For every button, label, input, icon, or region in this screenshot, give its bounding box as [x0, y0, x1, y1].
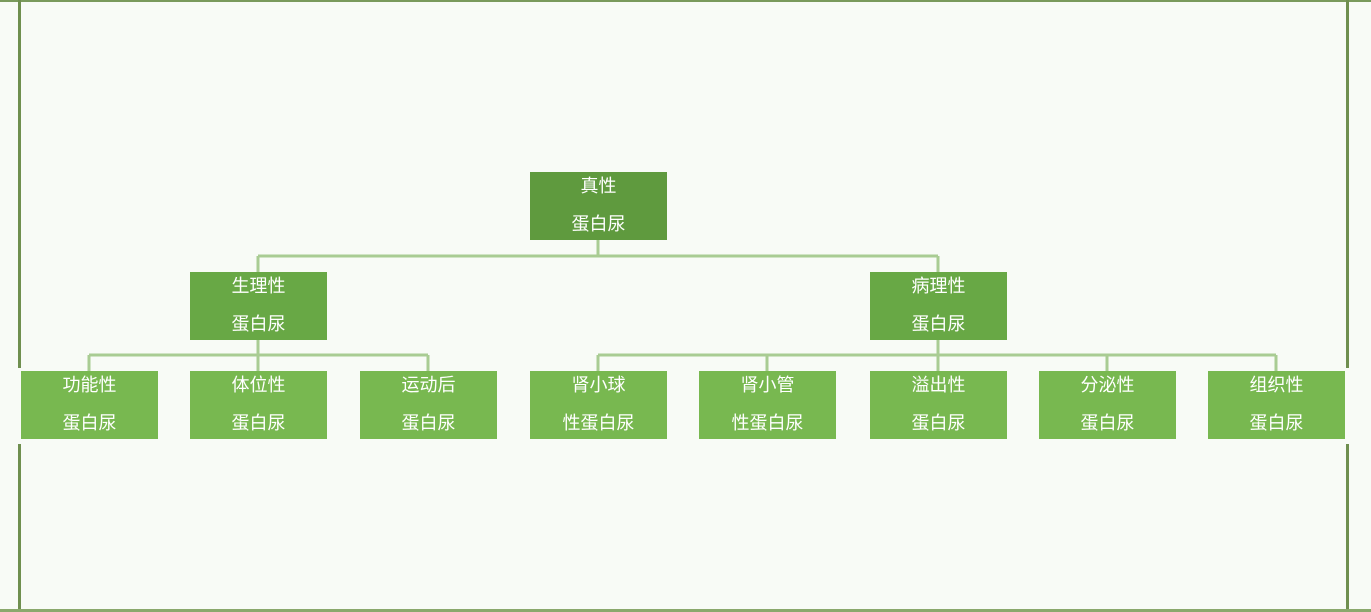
node-label-line1: 分泌性: [1080, 375, 1135, 396]
node-label-line1: 功能性: [62, 375, 117, 396]
node-exercise-proteinuria: 运动后 蛋白尿: [360, 371, 497, 439]
node-pathological-proteinuria: 病理性 蛋白尿: [870, 272, 1007, 340]
node-label-line2: 蛋白尿: [1080, 413, 1135, 434]
node-label-line2: 蛋白尿: [911, 413, 966, 434]
frame-left-border-lower: [18, 444, 21, 612]
node-tissue-proteinuria: 组织性 蛋白尿: [1208, 371, 1345, 439]
node-tubular-proteinuria: 肾小管 性蛋白尿: [699, 371, 836, 439]
node-label-line2: 蛋白尿: [401, 413, 456, 434]
node-label-line1: 组织性: [1249, 375, 1304, 396]
frame-right-border-lower: [1346, 444, 1349, 612]
node-true-proteinuria: 真性 蛋白尿: [530, 172, 667, 240]
frame-right-border: [1346, 0, 1349, 368]
node-label-line1: 生理性: [231, 276, 286, 297]
node-label-line2: 蛋白尿: [231, 314, 286, 335]
node-physiological-proteinuria: 生理性 蛋白尿: [190, 272, 327, 340]
node-label-line1: 肾小球: [571, 375, 626, 396]
node-label-line1: 体位性: [231, 375, 286, 396]
node-label-line1: 溢出性: [911, 375, 966, 396]
node-label-line2: 蛋白尿: [62, 413, 117, 434]
frame-left-border: [18, 0, 21, 368]
frame-top-border: [0, 0, 1371, 2]
node-label-line2: 蛋白尿: [911, 314, 966, 335]
node-label-line2: 蛋白尿: [231, 413, 286, 434]
node-label-line1: 病理性: [911, 276, 966, 297]
node-glomerular-proteinuria: 肾小球 性蛋白尿: [530, 371, 667, 439]
node-secretory-proteinuria: 分泌性 蛋白尿: [1039, 371, 1176, 439]
node-functional-proteinuria: 功能性 蛋白尿: [21, 371, 158, 439]
node-label-line2: 性蛋白尿: [731, 413, 804, 434]
node-label-line1: 运动后: [401, 375, 456, 396]
node-label-line1: 真性: [580, 176, 617, 197]
node-overflow-proteinuria: 溢出性 蛋白尿: [870, 371, 1007, 439]
node-postural-proteinuria: 体位性 蛋白尿: [190, 371, 327, 439]
node-label-line2: 性蛋白尿: [562, 413, 635, 434]
node-label-line2: 蛋白尿: [571, 214, 626, 235]
node-label-line1: 肾小管: [740, 375, 795, 396]
node-label-line2: 蛋白尿: [1249, 413, 1304, 434]
frame-bottom-border: [0, 609, 1371, 612]
